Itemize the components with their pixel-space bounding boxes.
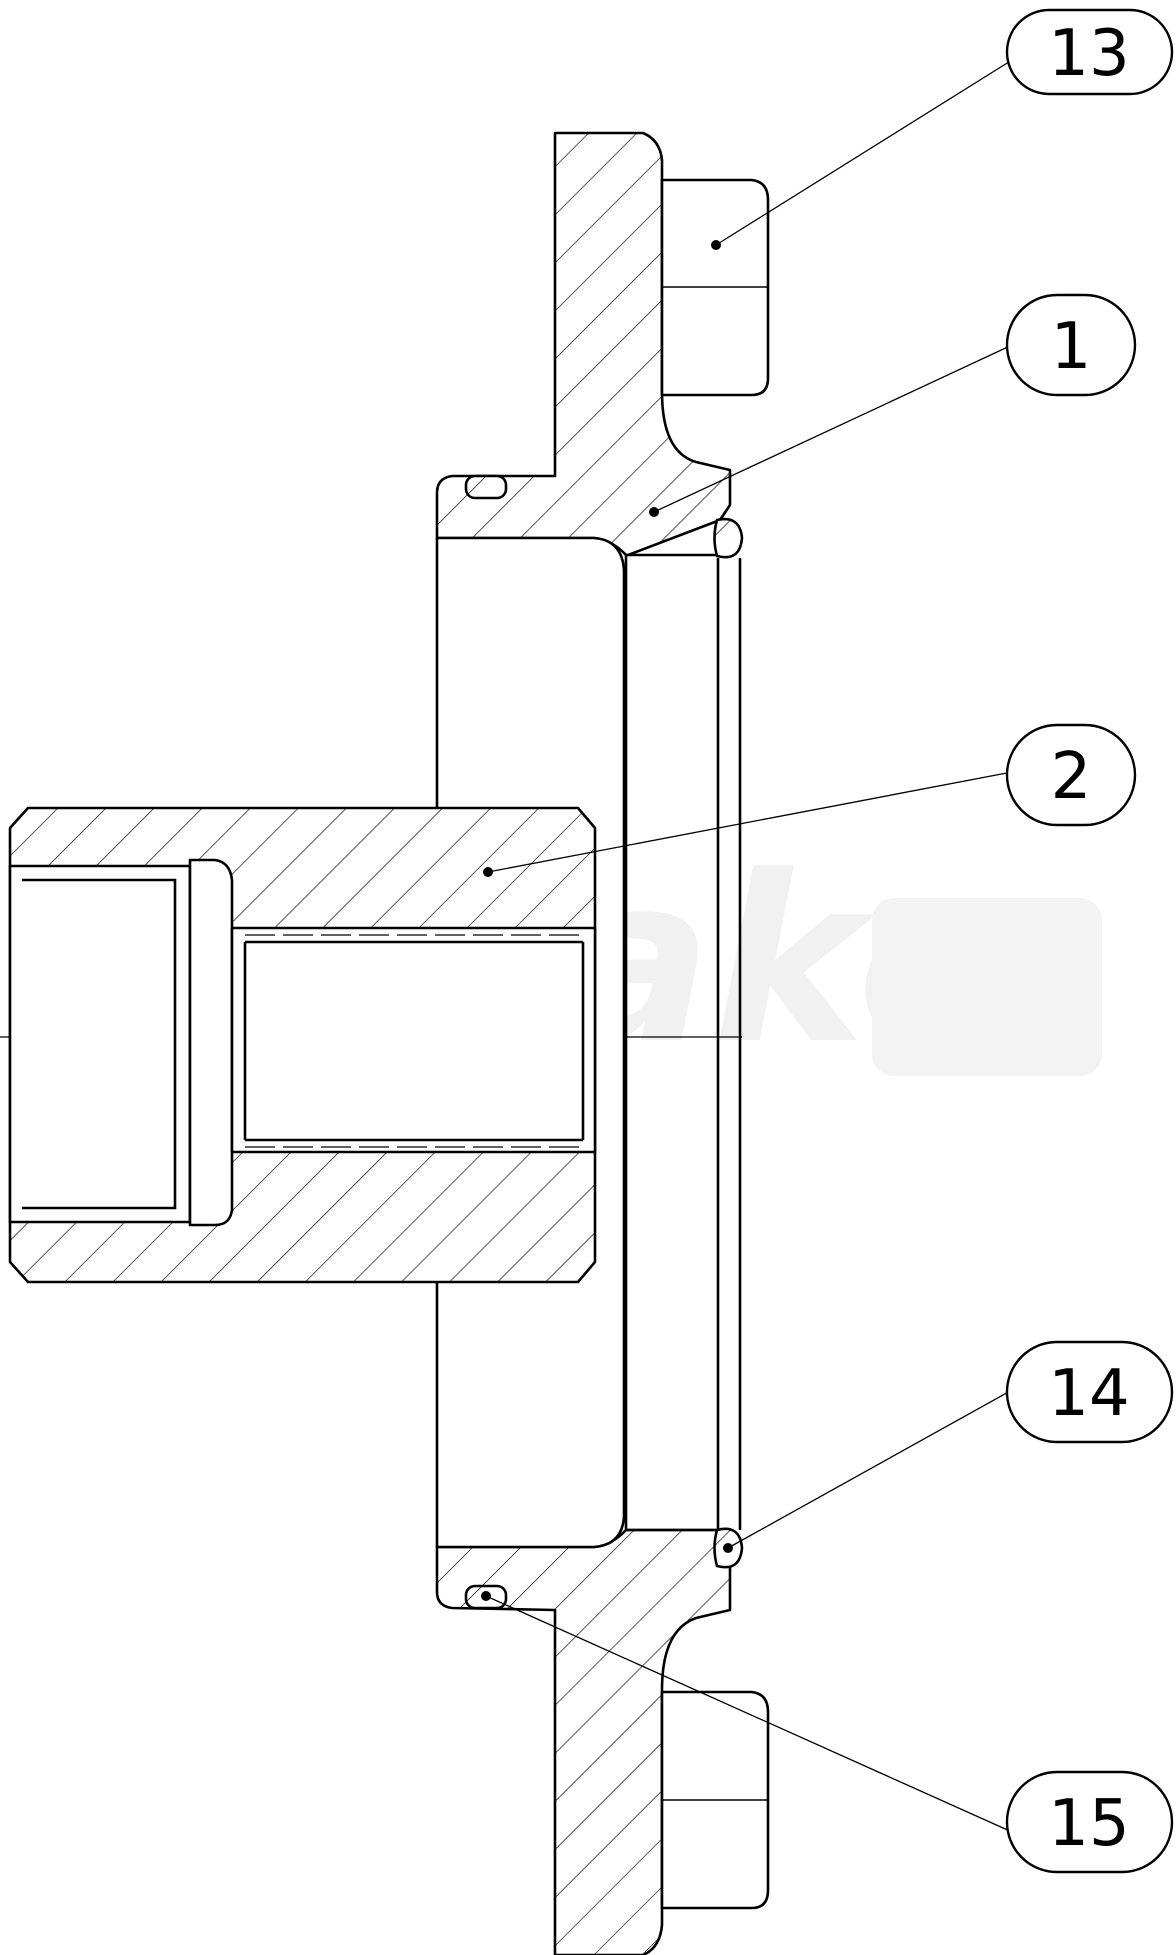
- balloon-1-frame: [1005, 293, 1137, 397]
- balloon-13-label: 13: [1048, 17, 1129, 91]
- part-13-bolt-upper: [660, 178, 770, 397]
- balloon-2-frame: [1005, 723, 1137, 827]
- leader-2: [487, 771, 1013, 873]
- leader-1: [653, 344, 1013, 513]
- adapter-left-port: [8, 864, 192, 1224]
- leader-14-dot: [723, 1543, 733, 1553]
- balloon-15-label: 15: [1048, 1787, 1129, 1861]
- part-13-bolt-lower: [660, 1690, 770, 1910]
- o-ring-15-top: [464, 474, 508, 500]
- balloon-14-label: 14: [1048, 1357, 1129, 1431]
- adapter-left-port-chamfer: [22, 878, 177, 1210]
- leader-15-dot: [481, 1591, 491, 1601]
- balloon-2: 2: [1005, 723, 1137, 827]
- leader-14: [727, 1389, 1013, 1549]
- balloon-14: 14: [1005, 1340, 1174, 1444]
- balloon-1: 1: [1005, 293, 1137, 397]
- flange-lower-section: [435, 1528, 732, 1955]
- flange-upper-section: [435, 131, 732, 557]
- balloon-13: 13: [1005, 8, 1174, 96]
- balloon-2-label: 2: [1051, 740, 1092, 814]
- balloon-14-frame: [1005, 1340, 1174, 1444]
- leader-13-dot: [711, 240, 721, 250]
- leader-1-dot: [649, 507, 659, 517]
- watermark-logo-badge: [872, 898, 1102, 1076]
- o-ring-14-top: [713, 517, 744, 559]
- adapter-thread-bore: [230, 926, 597, 1154]
- balloon-15: 15: [1005, 1770, 1174, 1874]
- balloon-1-label: 1: [1051, 310, 1092, 384]
- balloon-15-frame: [1005, 1770, 1174, 1874]
- adapter-relief-groove: [188, 858, 234, 1227]
- leader-15: [485, 1595, 1013, 1833]
- part-2-threaded-adapter: [8, 806, 597, 1284]
- leader-13: [715, 59, 1013, 246]
- balloon-13-frame: [1005, 8, 1174, 96]
- leader-lines: [481, 59, 1013, 1833]
- leader-2-dot: [483, 867, 493, 877]
